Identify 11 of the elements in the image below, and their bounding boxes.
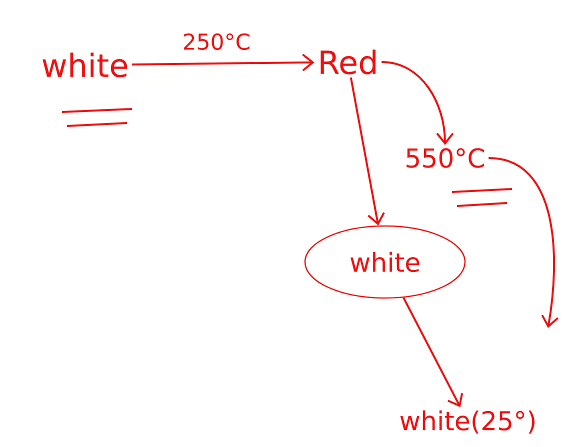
word-label: 550°C [406,148,484,168]
edge-label: 250°C [184,33,250,50]
arrow [132,54,314,72]
arrow [382,61,454,145]
arrow [350,77,385,226]
arrow [488,157,559,328]
word-label: white [42,52,128,78]
circled-word: white [304,225,466,299]
word-label: Red [320,50,376,74]
arrow [402,297,464,408]
word-label: white(25°) [400,410,535,434]
